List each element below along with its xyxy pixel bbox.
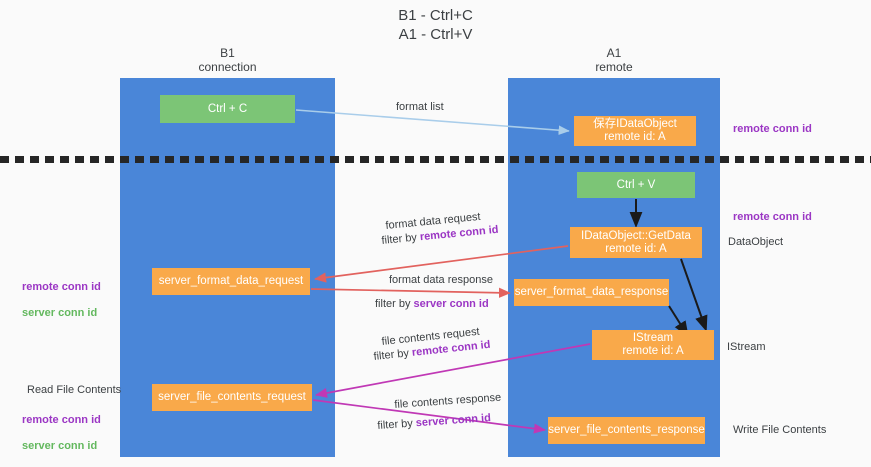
filter-prefix: filter by <box>381 231 421 247</box>
annotation-remote-conn-id-top: remote conn id <box>733 123 812 135</box>
edge-label-format-data-response: format data response <box>389 274 493 286</box>
node-server-file-contents-request[interactable]: server_file_contents_request <box>152 384 312 411</box>
lane-header-a1: A1 remote <box>595 46 633 74</box>
filter-key-server-conn-id: server conn id <box>415 412 492 430</box>
annotation-left-conn-ids-top: remote conn id server conn id <box>22 268 101 333</box>
filter-key-server-conn-id: server conn id <box>413 298 489 310</box>
annotation-left-conn-ids-bottom: remote conn id server conn id <box>22 401 101 466</box>
node-ctrl-c[interactable]: Ctrl + C <box>160 95 295 123</box>
annotation-remote-conn-id: remote conn id <box>22 414 101 426</box>
edge-label-format-data-response-filter: filter by server conn id <box>375 298 489 311</box>
node-store-idataobject[interactable]: 保存IDataObject remote id: A <box>574 116 696 146</box>
annotation-write-file-contents: Write File Contents <box>733 424 827 436</box>
diagram-title: B1 - Ctrl+C A1 - Ctrl+V <box>398 7 473 43</box>
edge-format-data-response <box>310 287 511 298</box>
annotation-remote-conn-id-mid: remote conn id <box>733 211 812 223</box>
filter-prefix: filter by <box>377 417 417 432</box>
annotation-remote-conn-id: remote conn id <box>22 281 101 293</box>
annotation-read-file-contents: Read File Contents <box>27 384 122 396</box>
annotation-server-conn-id: server conn id <box>22 440 98 452</box>
node-server-file-contents-response[interactable]: server_file_contents_response <box>548 417 705 444</box>
annotation-server-conn-id: server conn id <box>22 307 98 319</box>
filter-prefix: filter by <box>375 298 414 310</box>
node-istream[interactable]: IStream remote id: A <box>592 330 714 360</box>
lane-header-b1: B1 connection <box>198 46 257 74</box>
edge-label-file-contents-response-filter: filter by server conn id <box>377 412 491 433</box>
node-server-format-data-response[interactable]: server_format_data_response <box>514 279 669 306</box>
edge-label-format-list: format list <box>396 101 444 113</box>
phase-divider-dashed-line <box>0 156 871 163</box>
filter-prefix: filter by <box>373 346 413 363</box>
edge-label-file-contents-response: file contents response <box>394 391 502 411</box>
node-server-format-data-request[interactable]: server_format_data_request <box>152 268 310 295</box>
node-ctrl-v[interactable]: Ctrl + V <box>577 172 695 198</box>
node-idataobject-getdata[interactable]: IDataObject::GetData remote id: A <box>570 227 702 258</box>
annotation-dataobject: DataObject <box>728 236 784 248</box>
annotation-istream: IStream <box>727 341 766 353</box>
